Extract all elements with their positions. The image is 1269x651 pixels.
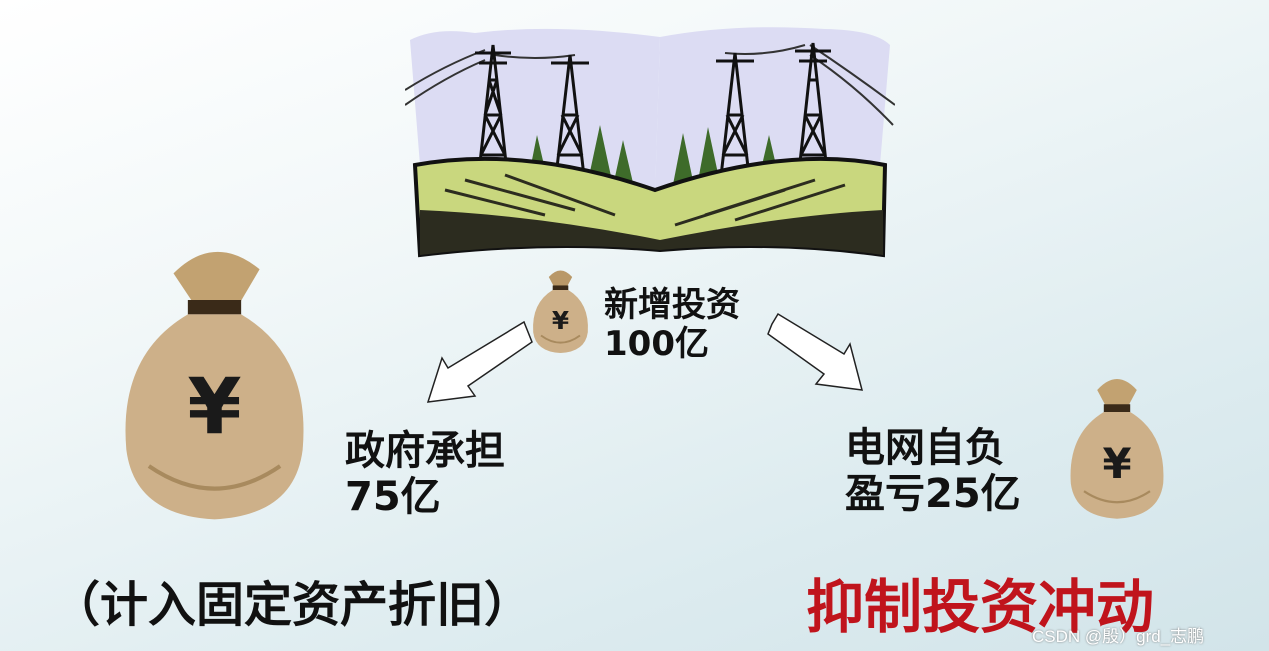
arrow-left-down-icon [420,320,540,410]
depreciation-note: （计入固定资产折旧） [52,565,532,635]
grid-share-label: 电网自负 盈亏25亿 [845,425,1021,517]
arrow-right-down-icon [766,312,871,397]
yuan-symbol-small: ¥ [552,306,569,335]
watermark: CSDN @殷）grd_志鹏 [1032,622,1204,647]
money-bag-large: ¥ [112,235,317,525]
government-share-title: 政府承担 [345,428,505,474]
yuan-symbol-medium: ¥ [1102,439,1131,488]
grid-share-title: 电网自负 [845,425,1021,471]
grid-share-amount: 盈亏25亿 [845,471,1021,517]
money-bag-medium: ¥ [1062,365,1172,525]
new-investment-label: 新增投资 100亿 [604,286,740,364]
power-tower-illustration [405,15,895,270]
new-investment-amount: 100亿 [604,325,740,364]
new-investment-title: 新增投资 [604,286,740,325]
government-share-amount: 75亿 [345,474,505,520]
government-share-label: 政府承担 75亿 [345,428,505,520]
yuan-symbol-large: ¥ [187,362,241,452]
